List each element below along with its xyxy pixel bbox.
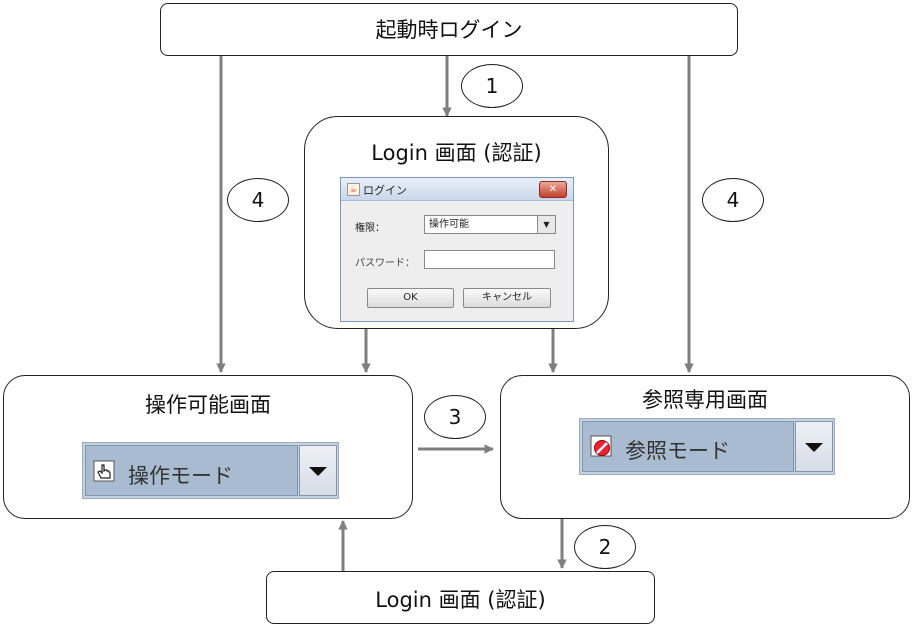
login-dialog-titlebar: ☕ ログイン ✕ [341, 178, 573, 201]
reference-mode-dropdown-button[interactable] [795, 421, 833, 472]
step-2-badge: 2 [574, 525, 636, 569]
startup-login-label: 起動時ログイン [375, 18, 523, 42]
step-4-badge-left: 4 [227, 178, 289, 222]
step-1-badge: 1 [461, 64, 523, 108]
step-3-badge: 3 [424, 395, 486, 439]
login-dialog: ☕ ログイン ✕ 権限： 操作可能 ▼ パスワード： OK キャンセル [340, 177, 574, 322]
permission-select-value: 操作可能 [429, 219, 469, 230]
permission-label: 権限： [355, 223, 385, 234]
hand-cursor-icon [93, 460, 115, 482]
java-app-icon: ☕ [347, 183, 360, 196]
login-screen-label: Login 画面 (認証) [371, 141, 542, 165]
ok-button[interactable]: OK [367, 288, 454, 308]
cancel-button[interactable]: キャンセル [463, 288, 551, 308]
login-dialog-title: ログイン [363, 184, 407, 197]
startup-login-node: 起動時ログイン [160, 3, 738, 56]
password-label: パスワード： [355, 258, 415, 269]
chevron-down-icon[interactable]: ▼ [537, 216, 555, 233]
operate-mode-field: 操作モード [85, 445, 298, 496]
operable-screen-label: 操作可能画面 [145, 393, 271, 417]
login-screen-bottom-label: Login 画面 (認証) [375, 588, 546, 612]
operate-mode-dropdown[interactable]: 操作モード [82, 442, 339, 499]
permission-select[interactable]: 操作可能 ▼ [424, 215, 556, 234]
operate-mode-text: 操作モード [128, 464, 233, 488]
readonly-screen-label: 参照専用画面 [642, 388, 768, 412]
chevron-down-icon [805, 442, 823, 452]
reference-mode-dropdown[interactable]: 参照モード [579, 418, 835, 475]
reference-mode-field: 参照モード [582, 421, 794, 472]
close-icon[interactable]: ✕ [539, 181, 567, 198]
step-4-badge-right: 4 [702, 178, 764, 222]
login-screen-bottom-node: Login 画面 (認証) [266, 571, 655, 624]
reference-mode-text: 参照モード [625, 439, 730, 463]
password-field[interactable] [424, 250, 555, 269]
operate-mode-dropdown-button[interactable] [299, 445, 337, 496]
no-entry-icon [590, 435, 612, 457]
chevron-down-icon [309, 466, 327, 476]
